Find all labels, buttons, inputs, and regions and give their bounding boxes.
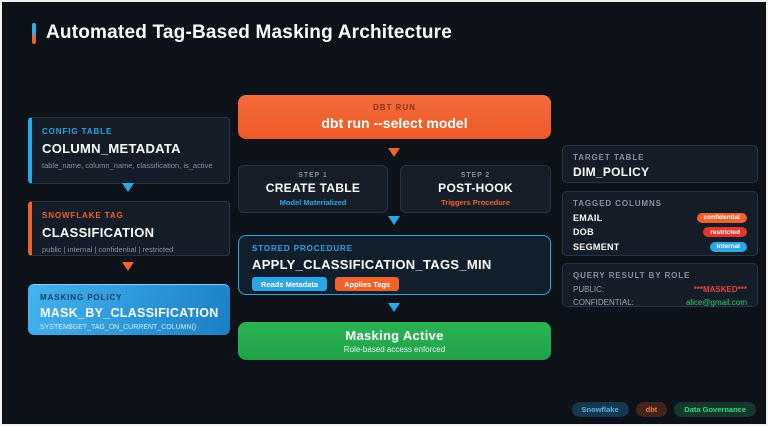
flow-arrow-down-icon — [388, 216, 400, 225]
masking-policy-detail: SYSTEM$GET_TAG_ON_CURRENT_COLUMN() — [40, 324, 197, 331]
flow-arrow-down-icon — [122, 183, 134, 192]
footer-badges: Snowflake dbt Data Governance — [571, 402, 756, 417]
target-table-name: DIM_POLICY — [573, 165, 650, 179]
email-value: alice@gmail.com — [685, 298, 747, 307]
reads-metadata-badge: Reads Metadata — [252, 277, 328, 291]
snowflake-badge: Snowflake — [571, 402, 629, 417]
config-table-node: CONFIG TABLE COLUMN_METADATA table_name,… — [28, 117, 230, 184]
dbt-run-node: DBT RUN dbt run --select model — [238, 95, 551, 139]
stored-procedure-label: STORED PROCEDURE — [252, 244, 353, 253]
table-row: EMAIL confidential — [573, 212, 747, 223]
step1-create-table-node: STEP 1 CREATE TABLE Model Materialized — [238, 165, 388, 213]
table-row: SEGMENT internal — [573, 241, 747, 252]
masking-policy-name: MASK_BY_CLASSIFICATION — [40, 306, 219, 320]
data-governance-badge: Data Governance — [674, 402, 756, 417]
applies-tags-badge: Applies Tags — [335, 277, 400, 291]
confidential-tag-badge: confidential — [696, 212, 747, 223]
target-table-label: TARGET TABLE — [573, 153, 645, 162]
dbt-run-command: dbt run --select model — [321, 115, 468, 131]
flow-arrow-down-icon — [388, 148, 400, 157]
config-table-name: COLUMN_METADATA — [42, 141, 181, 156]
step2-name: POST-HOOK — [438, 180, 513, 195]
dbt-badge: dbt — [635, 402, 668, 417]
flow-arrow-down-icon — [122, 262, 134, 271]
table-row: PUBLIC: ***MASKED*** — [573, 285, 747, 294]
page-title: Automated Tag-Based Masking Architecture — [46, 22, 453, 43]
table-row: CONFIDENTIAL: alice@gmail.com — [573, 298, 747, 307]
step1-label: STEP 1 — [298, 171, 328, 179]
column-name: EMAIL — [573, 212, 603, 223]
query-result-node: QUERY RESULT BY ROLE PUBLIC: ***MASKED**… — [562, 263, 758, 307]
snowflake-tag-node: SNOWFLAKE TAG CLASSIFICATION public | in… — [28, 201, 230, 256]
snowflake-tag-name: CLASSIFICATION — [42, 225, 155, 240]
restricted-tag-badge: restricted — [703, 227, 747, 237]
masking-policy-label: MASKING POLICY — [40, 293, 123, 302]
step2-detail: Triggers Procedure — [441, 197, 510, 207]
role-label: CONFIDENTIAL: — [573, 298, 634, 307]
masking-active-node: Masking Active Role-based access enforce… — [238, 322, 551, 360]
step2-post-hook-node: STEP 2 POST-HOOK Triggers Procedure — [400, 165, 551, 213]
column-name: DOB — [573, 227, 594, 237]
step1-detail: Model Materialized — [279, 197, 347, 207]
snowflake-tag-detail: public | internal | confidential | restr… — [42, 245, 174, 254]
tagged-columns-node: TAGGED COLUMNS EMAIL confidential DOB re… — [562, 191, 758, 256]
masking-active-title: Masking Active — [345, 328, 444, 343]
flow-arrow-down-icon — [388, 303, 400, 312]
role-label: PUBLIC: — [573, 284, 605, 294]
config-table-detail: table_name, column_name, classification,… — [42, 161, 213, 170]
dbt-run-label: DBT RUN — [373, 103, 416, 112]
config-table-label: CONFIG TABLE — [42, 127, 113, 136]
tagged-columns-label: TAGGED COLUMNS — [573, 199, 662, 208]
snowflake-tag-label: SNOWFLAKE TAG — [42, 211, 124, 220]
step2-label: STEP 2 — [460, 171, 491, 179]
stored-procedure-name: APPLY_CLASSIFICATION_TAGS_MIN — [252, 257, 492, 272]
masking-active-subtitle: Role-based access enforced — [343, 345, 446, 354]
query-result-label: QUERY RESULT BY ROLE — [573, 271, 691, 280]
stored-procedure-node: STORED PROCEDURE APPLY_CLASSIFICATION_TA… — [238, 235, 551, 295]
target-table-node: TARGET TABLE DIM_POLICY — [562, 145, 758, 183]
page-header: Automated Tag-Based Masking Architecture — [32, 22, 452, 44]
step1-name: CREATE TABLE — [265, 180, 361, 195]
internal-tag-badge: internal — [709, 241, 747, 252]
stored-procedure-badges: Reads Metadata Applies Tags — [252, 277, 537, 291]
masked-value: ***MASKED*** — [693, 284, 747, 294]
table-row: DOB restricted — [573, 227, 747, 237]
column-name: SEGMENT — [573, 241, 620, 252]
title-accent-bar-icon — [32, 22, 36, 44]
masking-policy-node: MASKING POLICY MASK_BY_CLASSIFICATION SY… — [28, 284, 230, 335]
